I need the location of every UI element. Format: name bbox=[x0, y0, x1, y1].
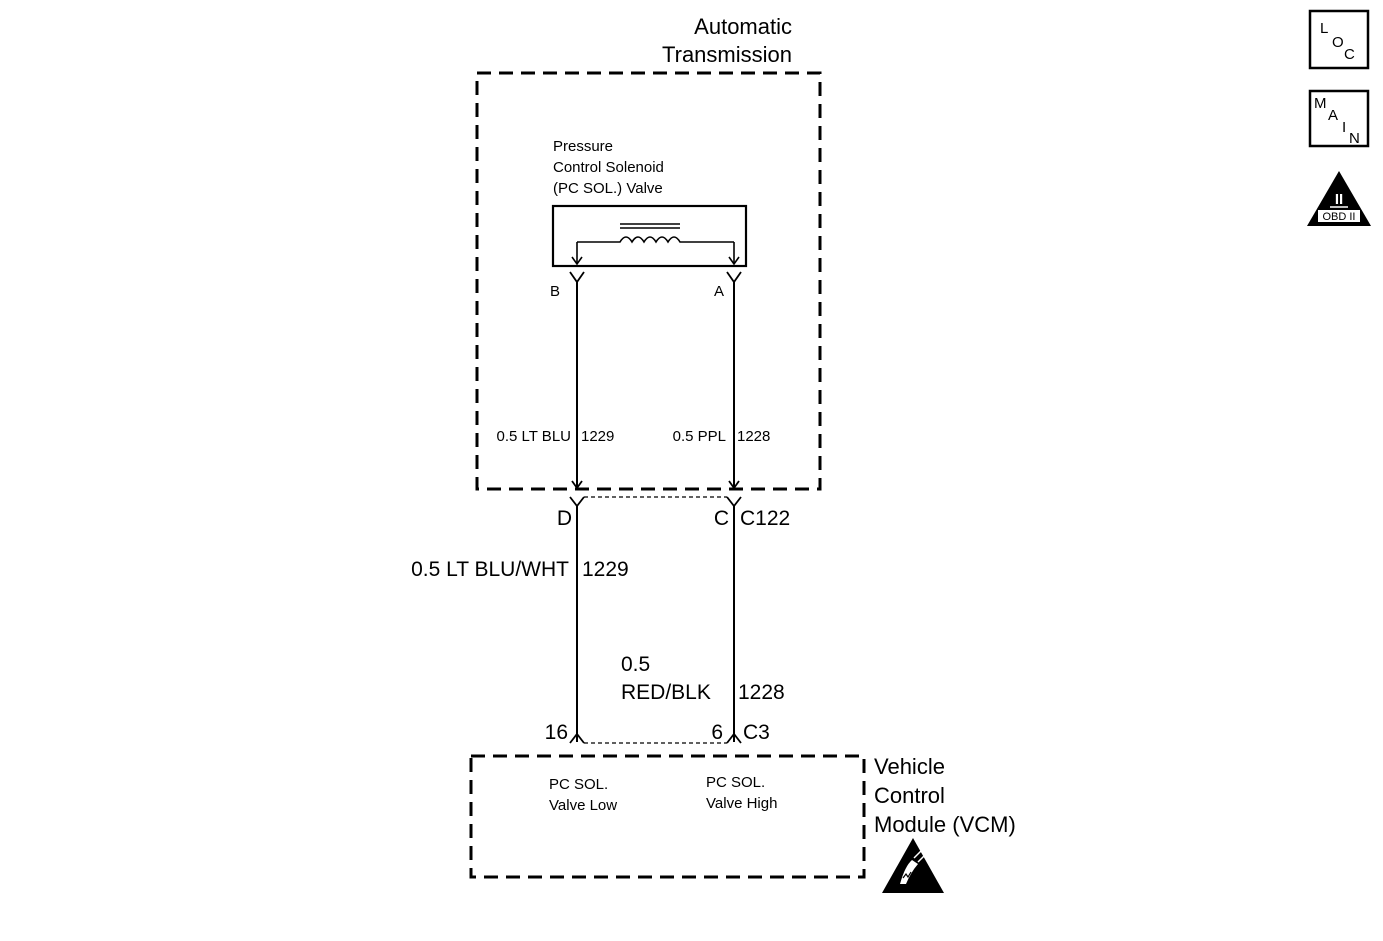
loc-letter-o: O bbox=[1332, 34, 1344, 51]
vcm-high-line1: PC SOL. bbox=[706, 774, 765, 791]
main-letter-m: M bbox=[1314, 95, 1327, 112]
transmission-boundary bbox=[475, 71, 822, 491]
main-letter-n: N bbox=[1349, 130, 1360, 147]
wire-1229-internal-color: 0.5 LT BLU bbox=[497, 428, 572, 445]
wire-1228-internal-color: 0.5 PPL bbox=[673, 428, 726, 445]
vcm-title-line3: Module (VCM) bbox=[874, 812, 1016, 837]
c122-pin-d: D bbox=[557, 507, 572, 530]
loc-letter-l: L bbox=[1320, 20, 1328, 37]
wire-1229-harness-circuit: 1229 bbox=[582, 558, 629, 581]
obd-ii-nav-button[interactable]: II OBD II bbox=[1307, 171, 1371, 226]
c3-pin-16: 16 bbox=[545, 721, 568, 744]
terminal-b-label: B bbox=[550, 283, 560, 300]
vcm-low-line2: Valve Low bbox=[549, 797, 617, 814]
vcm-low-line1: PC SOL. bbox=[549, 776, 608, 793]
wire-1228-internal-circuit: 1228 bbox=[737, 428, 770, 445]
main-nav-button[interactable]: M A I N bbox=[1308, 89, 1370, 148]
c122-name: C122 bbox=[740, 507, 790, 530]
terminal-a-label: A bbox=[714, 283, 724, 300]
transmission-title-line1: Automatic bbox=[694, 14, 792, 39]
connector-c122 bbox=[569, 496, 742, 508]
wire-1228-harness-gauge: 0.5 bbox=[621, 653, 650, 676]
solenoid-label-line1: Pressure bbox=[553, 138, 613, 155]
esd-warning-icon bbox=[882, 838, 944, 893]
vcm-boundary bbox=[469, 754, 866, 879]
transmission-title-line2: Transmission bbox=[662, 42, 792, 67]
vcm-high-line2: Valve High bbox=[706, 795, 777, 812]
main-letter-a: A bbox=[1328, 107, 1338, 124]
connector-c3 bbox=[569, 732, 742, 744]
solenoid-component bbox=[551, 204, 748, 268]
terminal-b-connector bbox=[569, 271, 585, 284]
obd-label: OBD II bbox=[1322, 211, 1355, 223]
loc-nav-button[interactable]: L O C bbox=[1308, 9, 1370, 70]
solenoid-label-line3: (PC SOL.) Valve bbox=[553, 180, 663, 197]
solenoid-label-line2: Control Solenoid bbox=[553, 159, 664, 176]
arrow-1229 bbox=[571, 480, 583, 490]
wire-1229-harness-color: 0.5 LT BLU/WHT bbox=[411, 558, 569, 581]
obd-numeral: II bbox=[1335, 191, 1343, 208]
wire-1229-internal-circuit: 1229 bbox=[581, 428, 614, 445]
main-letter-i: I bbox=[1342, 119, 1346, 136]
wire-1228-harness-color: RED/BLK bbox=[621, 681, 711, 704]
arrow-1228 bbox=[728, 480, 740, 490]
wire-1228-harness-circuit: 1228 bbox=[738, 681, 785, 704]
terminal-a-connector bbox=[726, 271, 742, 284]
vcm-title-line1: Vehicle bbox=[874, 754, 945, 779]
loc-letter-c: C bbox=[1344, 46, 1355, 63]
c122-pin-c: C bbox=[714, 507, 729, 530]
vcm-title-line2: Control bbox=[874, 783, 945, 808]
c3-name: C3 bbox=[743, 721, 770, 744]
c3-pin-6: 6 bbox=[711, 721, 723, 744]
